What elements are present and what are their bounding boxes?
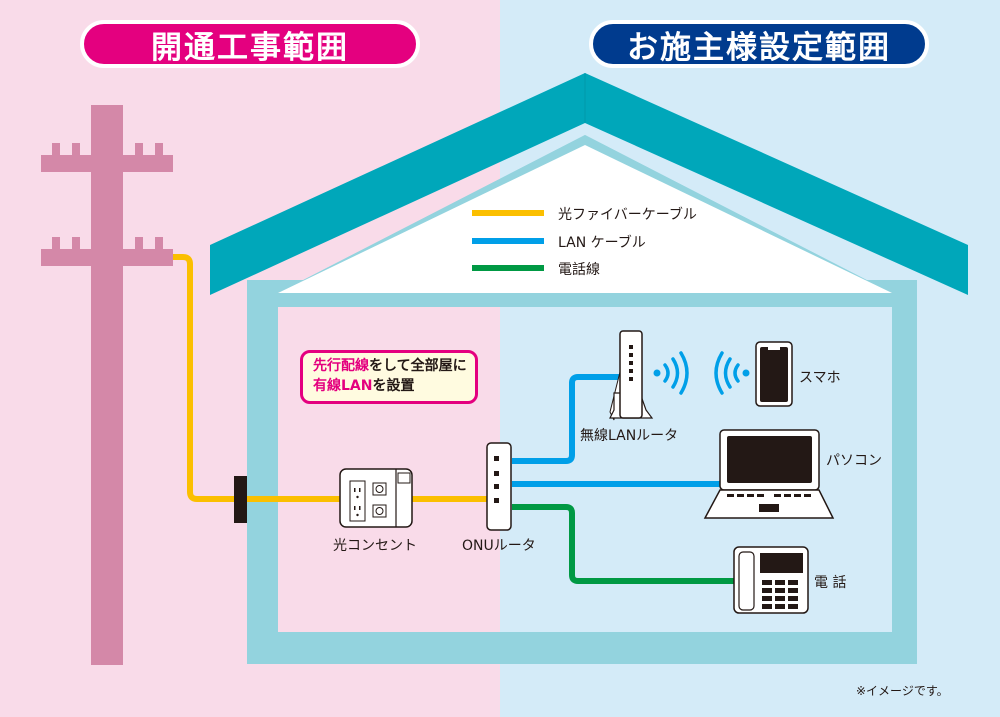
attic-interior (278, 145, 892, 293)
wall-entry-icon (234, 476, 247, 523)
legend-swatch-lan (472, 238, 544, 244)
roof (210, 73, 968, 295)
lan-cable-wireless (512, 374, 620, 464)
legend-label-fiber: 光ファイバーケーブル (558, 207, 697, 223)
phone-cable (512, 504, 740, 584)
callout-highlight-2: 有線LAN (313, 378, 373, 394)
smartphone-label: スマホ (799, 370, 841, 386)
wireless-router-icon (609, 330, 654, 421)
legend-swatch-phone (472, 265, 544, 271)
image-disclaimer: ※イメージです。 (856, 684, 949, 698)
callout-text-2: を設置 (372, 378, 415, 394)
callout-text-1: をして全部屋に (369, 358, 467, 374)
wall-jack-icon (339, 468, 413, 528)
optical-outlet-label: 光コンセント (333, 538, 417, 554)
fiber-cable (173, 254, 490, 502)
construction-zone-title: 開通工事範囲 (80, 20, 420, 68)
laptop-icon (703, 429, 835, 519)
wifi-signal-icon (653, 351, 750, 395)
utility-pole-icon (41, 105, 173, 665)
onu-router-label: ONUルータ (462, 538, 536, 554)
pre-wiring-callout: 先行配線をして全部屋に 有線LANを設置 (300, 350, 478, 404)
legend-label-lan: LAN ケーブル (558, 235, 646, 251)
legend-swatch-fiber (472, 210, 544, 216)
interior-right (500, 307, 892, 632)
legend-label-phone: 電話線 (558, 262, 600, 278)
phone-label: 電 話 (814, 575, 847, 591)
wireless-router-label: 無線LANルータ (580, 428, 679, 444)
callout-highlight-1: 先行配線 (313, 358, 369, 374)
onu-router-icon (486, 442, 512, 531)
customer-zone-title: お施主様設定範囲 (589, 20, 929, 68)
telephone-icon (733, 546, 809, 614)
pc-label: パソコン (826, 453, 882, 469)
smartphone-icon (755, 341, 793, 407)
